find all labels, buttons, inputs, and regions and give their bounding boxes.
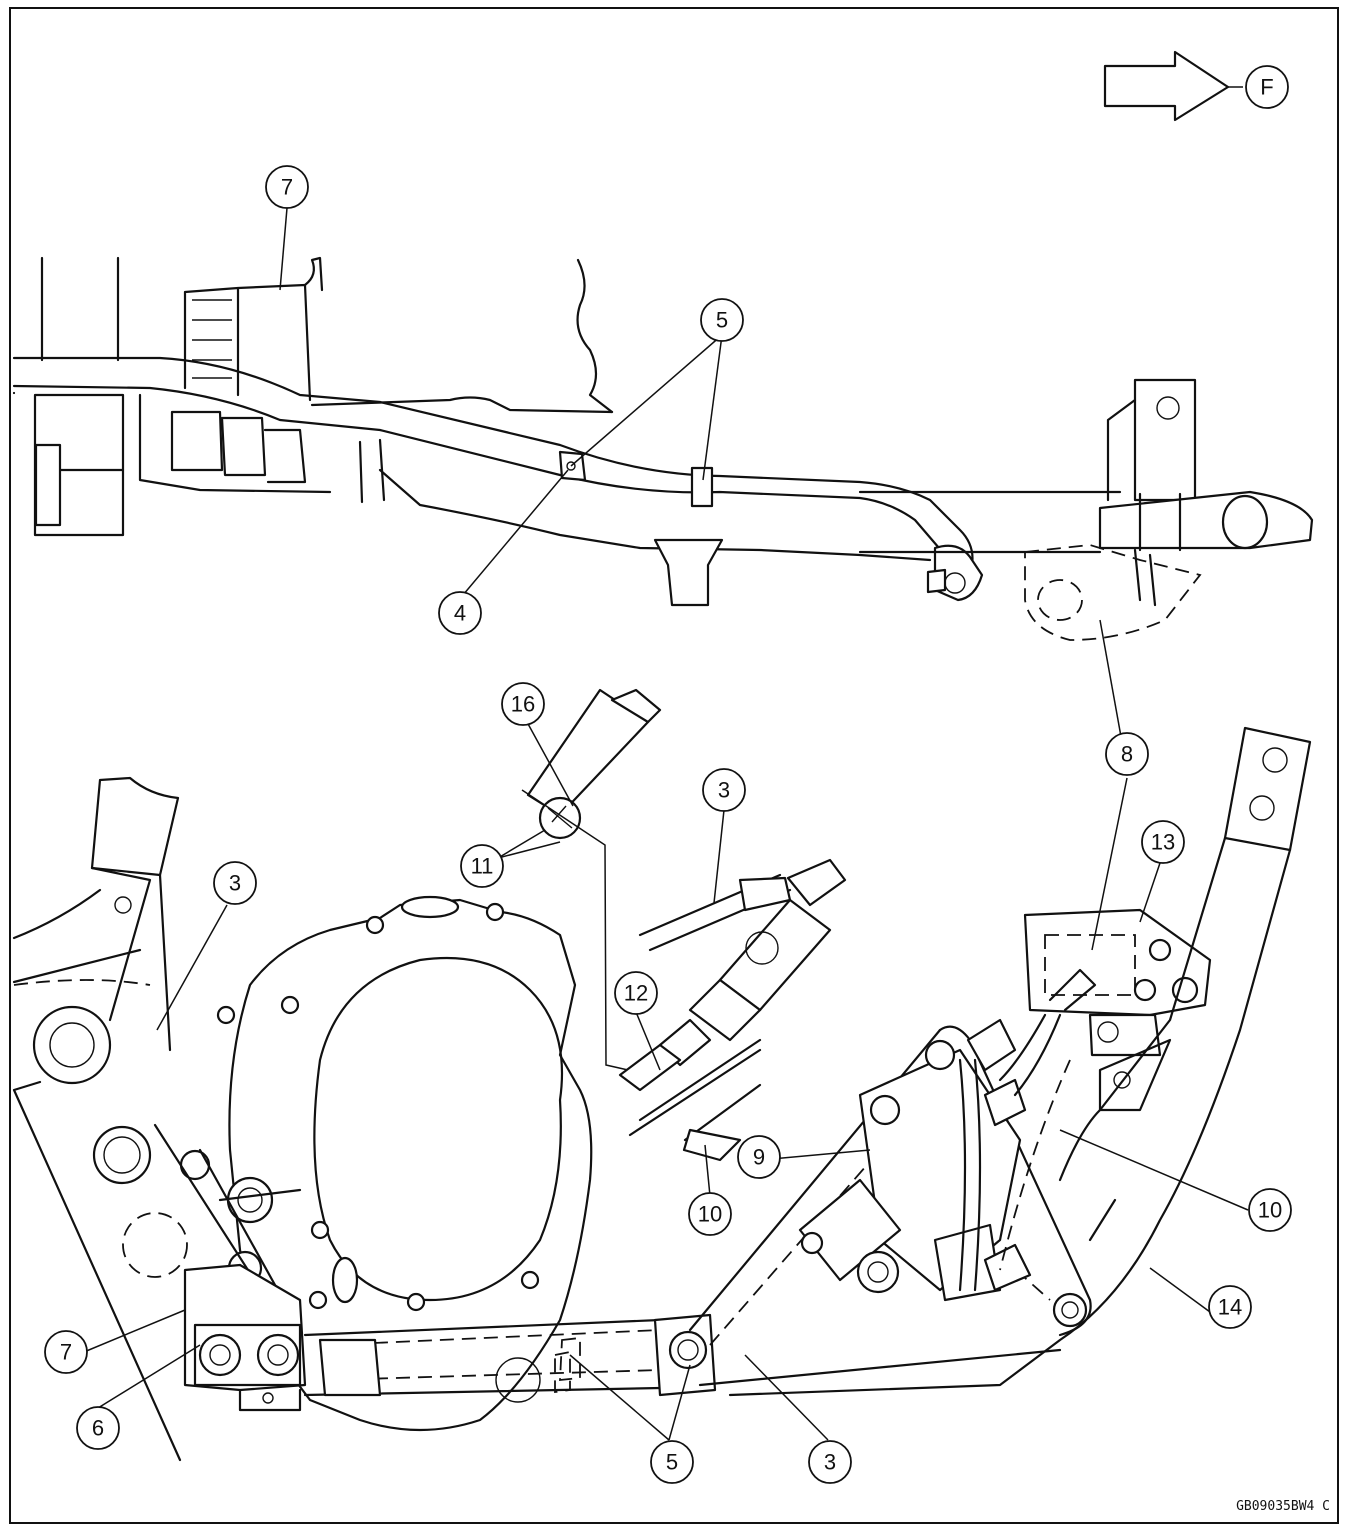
- callout-10-right: 10: [1248, 1188, 1292, 1232]
- callout-12: 12: [614, 971, 658, 1015]
- callout-13: 13: [1141, 820, 1185, 864]
- direction-label: F: [1260, 75, 1273, 100]
- callout-16: 16: [501, 682, 545, 726]
- upper-frame-assembly: [12, 256, 1314, 641]
- figure-border: [9, 7, 1339, 1524]
- brake-light-switch-detail: [521, 688, 847, 1162]
- callout-9: 9: [737, 1135, 781, 1179]
- svg-text:7: 7: [60, 1340, 72, 1365]
- svg-text:9: 9: [753, 1145, 765, 1170]
- callout-4: 4: [438, 591, 482, 635]
- callout-10-mid: 10: [688, 1192, 732, 1236]
- callout-5-bottom: 5: [650, 1440, 694, 1484]
- callout-3-bottom: 3: [808, 1440, 852, 1484]
- svg-text:5: 5: [716, 308, 728, 333]
- svg-text:11: 11: [471, 854, 494, 879]
- svg-text:10: 10: [698, 1202, 722, 1227]
- leader-lines: [83, 86, 1249, 1441]
- callout-8: 8: [1105, 732, 1149, 776]
- svg-text:8: 8: [1121, 742, 1133, 767]
- svg-text:4: 4: [454, 601, 466, 626]
- svg-text:10: 10: [1258, 1198, 1282, 1223]
- svg-text:5: 5: [666, 1450, 678, 1475]
- svg-text:6: 6: [92, 1416, 104, 1441]
- callout-11: 11: [460, 844, 504, 888]
- svg-text:3: 3: [718, 778, 730, 803]
- figure-code: GB09035BW4 C: [1236, 1499, 1330, 1514]
- svg-text:7: 7: [281, 175, 293, 200]
- callout-7-bottom: 7: [44, 1330, 88, 1374]
- svg-text:13: 13: [1151, 830, 1175, 855]
- svg-text:16: 16: [511, 692, 535, 717]
- callout-5-top: 5: [700, 298, 744, 342]
- callout-7-top: 7: [265, 165, 309, 209]
- callout-3-mid: 3: [702, 768, 746, 812]
- callout-f: F: [1245, 65, 1289, 109]
- svg-text:14: 14: [1218, 1295, 1242, 1320]
- callout-14: 14: [1208, 1285, 1252, 1329]
- lower-frame-assembly: [12, 726, 1312, 1462]
- svg-text:12: 12: [624, 981, 648, 1006]
- callout-6: 6: [76, 1406, 120, 1450]
- callout-3-left: 3: [213, 861, 257, 905]
- svg-text:3: 3: [824, 1450, 836, 1475]
- svg-text:3: 3: [229, 871, 241, 896]
- front-direction-arrow: [1103, 50, 1230, 122]
